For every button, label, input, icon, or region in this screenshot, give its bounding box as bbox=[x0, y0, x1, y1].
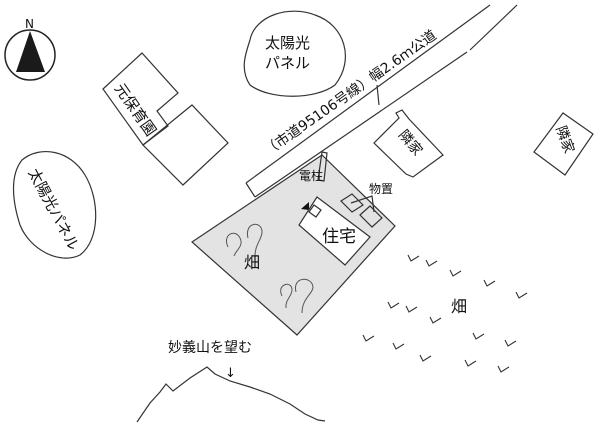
mountain-view-label: 妙義山を望む bbox=[168, 339, 252, 356]
neighbor-2-label: 隣家 bbox=[552, 124, 578, 156]
field-lot-label: 畑 bbox=[244, 253, 260, 272]
utility-pole-label: 電柱 bbox=[299, 168, 323, 183]
crop-mark bbox=[504, 339, 517, 347]
crop-mark bbox=[419, 354, 432, 362]
solar-top-label-1: 太陽光 bbox=[265, 34, 310, 52]
solar-top-label-2: パネル bbox=[265, 54, 310, 72]
storage-sheds bbox=[340, 193, 383, 228]
crop-mark bbox=[472, 332, 485, 340]
solar-panel-area-left bbox=[12, 151, 97, 259]
crop-mark bbox=[515, 291, 528, 299]
north-label: N bbox=[25, 17, 34, 31]
solar-left-label: 太陽光パネル bbox=[24, 165, 82, 253]
mountain-ridge bbox=[136, 366, 326, 423]
former-nursery-building bbox=[102, 52, 229, 186]
crop-mark bbox=[483, 279, 496, 287]
crop-mark bbox=[497, 365, 510, 373]
storage-label: 物置 bbox=[369, 182, 393, 196]
house-label: 住宅 bbox=[322, 227, 356, 247]
field-crop-marks bbox=[362, 254, 528, 373]
crop-mark bbox=[425, 259, 438, 267]
crop-mark bbox=[407, 254, 420, 262]
mountain-arrow: ↓ bbox=[225, 366, 236, 381]
field-east-label: 畑 bbox=[451, 297, 467, 316]
crop-mark bbox=[387, 301, 400, 309]
crop-mark bbox=[449, 269, 462, 277]
solar-panel-area-top bbox=[243, 10, 346, 97]
tree-icons bbox=[226, 223, 314, 314]
neighbor-house-2 bbox=[533, 112, 594, 176]
entrance-marker-icon bbox=[301, 202, 309, 210]
house-building bbox=[298, 196, 371, 266]
crop-mark bbox=[405, 305, 418, 313]
property-lot bbox=[191, 154, 396, 336]
crop-mark bbox=[362, 334, 375, 342]
crop-mark bbox=[429, 316, 442, 324]
public-road bbox=[245, 4, 518, 198]
utility-pole-icon bbox=[317, 151, 328, 182]
crop-mark bbox=[392, 342, 405, 350]
north-arrow-icon bbox=[4, 29, 56, 81]
neighbor-house-1 bbox=[373, 109, 444, 178]
crop-mark bbox=[464, 359, 477, 367]
